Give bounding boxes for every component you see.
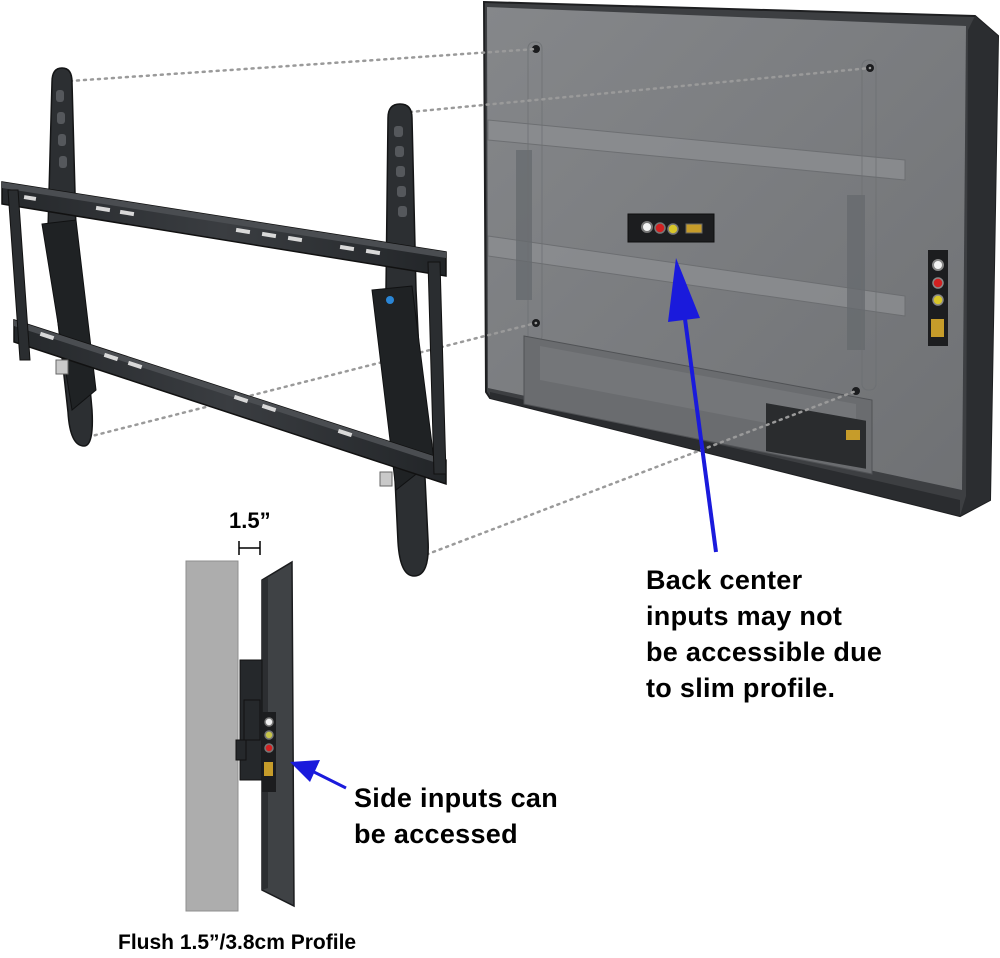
gap-dimension-label: 1.5” [229, 508, 271, 533]
tv-rear-panel-icon [482, 0, 1000, 518]
profile-caption: Flush 1.5”/3.8cm Profile [118, 931, 357, 954]
back-input-panel-icon [627, 213, 715, 243]
blue-arrow-icon [668, 258, 718, 553]
side-inputs-note-line: Side inputs can [354, 783, 559, 813]
side-inputs-note: Side inputs can be accessed [354, 780, 558, 852]
alignment-guides [68, 47, 872, 559]
side-input-panel-icon [928, 250, 948, 346]
side-inputs-note-line: be accessed [354, 819, 518, 849]
gap-dimension-marker [238, 541, 261, 555]
back-inputs-note-line: inputs may not [646, 601, 843, 631]
tilt-wall-mount-bracket-icon [1, 67, 447, 577]
back-inputs-note: Back center inputs may not be accessible… [646, 562, 882, 706]
back-inputs-note-line: be accessible due [646, 637, 883, 667]
side-profile-view-icon [185, 541, 295, 912]
side-arrow-icon [290, 760, 347, 790]
back-inputs-note-line: Back center [646, 565, 803, 595]
back-inputs-note-line: to slim profile. [646, 673, 836, 703]
